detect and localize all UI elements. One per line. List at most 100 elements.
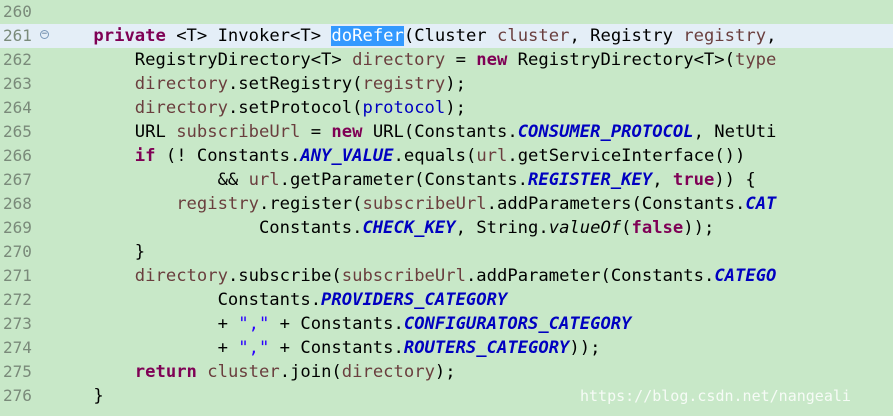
code-line[interactable]: 262 RegistryDirectory<T> directory = new… xyxy=(0,48,893,72)
code-token: registry xyxy=(683,26,767,46)
code-text: Constants.CHECK_KEY, String.valueOf(fals… xyxy=(52,216,714,240)
code-line[interactable]: 273 + "," + Constants.CONFIGURATORS_CATE… xyxy=(0,312,893,336)
code-line[interactable]: 266 if (! Constants.ANY_VALUE.equals(url… xyxy=(0,144,893,168)
code-token: (Cluster xyxy=(403,26,497,46)
line-number: 266 xyxy=(3,146,32,165)
code-token: } xyxy=(52,386,104,406)
code-token: .addParameter(Constants. xyxy=(465,266,715,286)
line-number: 268 xyxy=(3,194,32,213)
code-token: .subscribe( xyxy=(227,266,342,286)
code-line[interactable]: 267 && url.getParameter(Constants.REGIST… xyxy=(0,168,893,192)
code-token: <T> Invoker<T> xyxy=(165,26,332,46)
code-token: Constants. xyxy=(52,218,363,238)
code-token: "," xyxy=(238,314,270,334)
code-text: registry.register(subscribeUrl.addParame… xyxy=(52,192,776,216)
code-line[interactable]: 264 directory.setProtocol(protocol); xyxy=(0,96,893,120)
code-line[interactable]: 269 Constants.CHECK_KEY, String.valueOf(… xyxy=(0,216,893,240)
fold-toggle-icon[interactable]: − xyxy=(40,29,49,39)
code-token: ); xyxy=(445,74,466,94)
code-token xyxy=(52,266,135,286)
code-token: new xyxy=(476,50,508,70)
line-number: 274 xyxy=(3,338,32,357)
code-token: PROVIDERS_CATEGORY xyxy=(321,290,508,310)
code-token: .join( xyxy=(279,362,342,382)
line-number: 276 xyxy=(3,386,32,405)
line-number: 270 xyxy=(3,242,32,261)
code-token: new xyxy=(331,122,363,142)
code-text: RegistryDirectory<T> directory = new Reg… xyxy=(52,48,777,72)
code-token: cluster xyxy=(207,362,280,382)
code-line[interactable]: 268 registry.register(subscribeUrl.addPa… xyxy=(0,192,893,216)
code-token: )) { xyxy=(714,170,756,190)
line-number: 272 xyxy=(3,290,32,309)
code-token: + xyxy=(52,338,239,358)
code-token: directory xyxy=(134,98,228,118)
code-token: + xyxy=(52,314,239,334)
code-token: URL xyxy=(52,122,177,142)
code-text: Constants.PROVIDERS_CATEGORY xyxy=(52,288,508,312)
code-token: valueOf xyxy=(548,218,622,238)
code-text: + "," + Constants.CONFIGURATORS_CATEGORY xyxy=(52,312,632,336)
code-token xyxy=(52,26,93,46)
code-text: } xyxy=(52,384,104,408)
line-number: 275 xyxy=(3,362,32,381)
code-token: return xyxy=(134,362,197,382)
code-token: + Constants. xyxy=(269,338,404,358)
line-number: 262 xyxy=(3,50,32,69)
code-token: CATEGO xyxy=(714,266,777,286)
code-token: url xyxy=(248,170,280,190)
code-token: .equals( xyxy=(393,146,477,166)
code-token: type xyxy=(734,50,777,70)
code-text: } xyxy=(52,240,145,264)
code-text: return cluster.join(directory); xyxy=(52,360,456,384)
code-token xyxy=(52,146,135,166)
code-token xyxy=(52,74,135,94)
code-line[interactable]: 265 URL subscribeUrl = new URL(Constants… xyxy=(0,120,893,144)
code-text: + "," + Constants.ROUTERS_CATEGORY)); xyxy=(52,336,601,360)
line-number: 271 xyxy=(3,266,32,285)
line-number: 264 xyxy=(3,98,32,117)
code-token: url xyxy=(476,146,508,166)
code-token: (! Constants. xyxy=(155,146,301,166)
code-token: ); xyxy=(434,362,456,382)
code-text: URL subscribeUrl = new URL(Constants.CON… xyxy=(52,120,777,144)
code-line[interactable]: 271 directory.subscribe(subscribeUrl.add… xyxy=(0,264,893,288)
code-text: directory.subscribe(subscribeUrl.addPara… xyxy=(52,264,777,288)
code-token: subscribeUrl xyxy=(362,194,487,214)
code-line[interactable]: 275 return cluster.join(directory); xyxy=(0,360,893,384)
code-token: CHECK_KEY xyxy=(362,218,456,238)
code-token: .getServiceInterface()) xyxy=(507,146,746,166)
code-token: false xyxy=(631,218,684,238)
code-line[interactable]: 263 directory.setRegistry(registry); xyxy=(0,72,893,96)
code-token: .getParameter(Constants. xyxy=(279,170,529,190)
line-number: 273 xyxy=(3,314,32,333)
line-number: 265 xyxy=(3,122,32,141)
code-token: .setRegistry( xyxy=(227,74,363,94)
code-line[interactable]: 274 + "," + Constants.ROUTERS_CATEGORY))… xyxy=(0,336,893,360)
code-line[interactable]: 276 } xyxy=(0,384,893,408)
code-token: subscribeUrl xyxy=(176,122,301,142)
code-text: directory.setProtocol(protocol); xyxy=(52,96,466,120)
code-line[interactable]: 270 } xyxy=(0,240,893,264)
code-token: CONSUMER_PROTOCOL xyxy=(517,122,694,142)
code-text: private <T> Invoker<T> doRefer(Cluster c… xyxy=(52,24,776,48)
code-token: Constants. xyxy=(52,290,322,310)
code-line[interactable]: 272 Constants.PROVIDERS_CATEGORY xyxy=(0,288,893,312)
code-token: RegistryDirectory<T>( xyxy=(507,50,735,70)
code-token: ( xyxy=(621,218,632,238)
code-token: , xyxy=(766,26,777,46)
code-token: protocol xyxy=(362,98,446,118)
code-line[interactable]: 260 xyxy=(0,0,893,24)
code-token: directory xyxy=(134,266,228,286)
code-text: directory.setRegistry(registry); xyxy=(52,72,466,96)
code-token xyxy=(52,194,176,214)
code-token: CAT xyxy=(745,194,777,214)
code-token: cluster xyxy=(497,26,570,46)
line-number: 260 xyxy=(3,2,32,21)
code-token: URL(Constants. xyxy=(362,122,518,142)
line-number: 269 xyxy=(3,218,32,237)
line-number: 261 xyxy=(3,26,32,45)
code-token: ); xyxy=(445,98,466,118)
code-line[interactable]: 261− private <T> Invoker<T> doRefer(Clus… xyxy=(0,24,893,48)
